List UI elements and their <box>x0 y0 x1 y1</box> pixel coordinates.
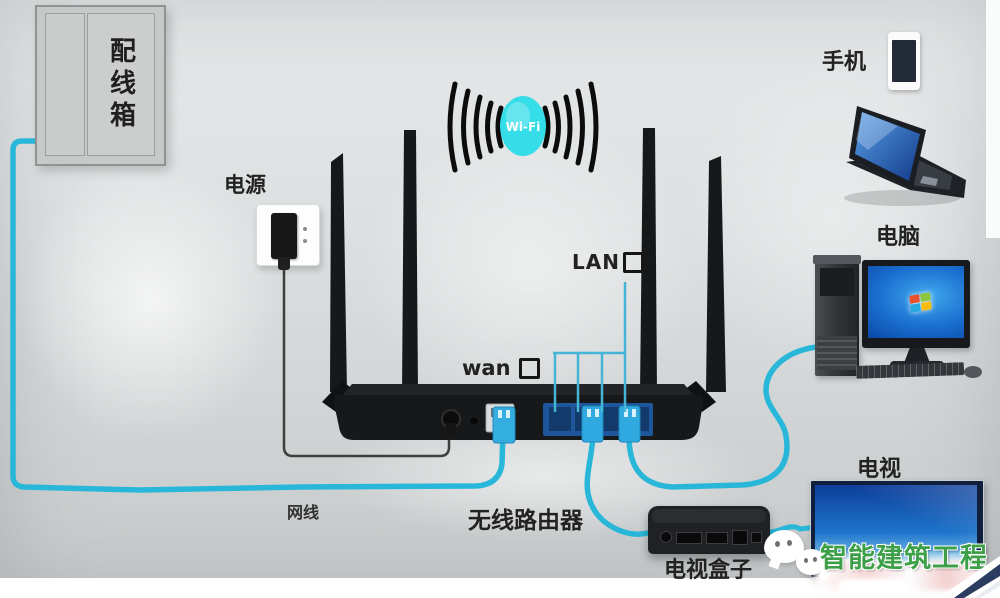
laptop-shadow <box>844 190 960 206</box>
wechat-small-eye <box>804 558 808 563</box>
wifi-badge-highlight <box>506 102 530 130</box>
wechat-icon-eye <box>775 541 780 547</box>
tv-label: 电视 <box>857 457 902 482</box>
distribution-box-door-left <box>45 13 85 156</box>
outlet-socket-hole-2 <box>303 239 307 243</box>
wifi-badge <box>500 96 546 156</box>
router-antenna-2 <box>402 130 418 392</box>
white-edge-right <box>986 0 1000 238</box>
wireless-router-label: 无线路由器 <box>468 508 583 534</box>
pc-monitor <box>862 260 970 348</box>
monitor-stand <box>904 348 930 363</box>
computer-label: 电脑 <box>876 225 921 250</box>
router-antenna-1 <box>330 153 347 392</box>
lan-cable-to-computer <box>626 344 819 490</box>
smartphone <box>888 32 920 90</box>
tvbox-av-port <box>676 532 702 544</box>
windows-logo-yellow <box>921 301 932 311</box>
laptop <box>844 106 966 206</box>
wan-connector-pin <box>498 410 502 418</box>
watermark-text: 智能建筑工程 <box>820 543 988 574</box>
lan-connector1-pin <box>587 409 591 417</box>
lan-port-label-text: LAN <box>572 250 620 274</box>
wan-network-cable <box>10 138 506 493</box>
router-top-edge <box>342 384 694 396</box>
dc-plug <box>446 423 456 436</box>
distribution-box-door-right: 配线箱 <box>87 13 155 156</box>
power-cable <box>282 260 451 458</box>
laptop-screen <box>855 112 920 181</box>
lan-port-square-icon <box>622 251 644 273</box>
lan-connector2-pin2 <box>632 409 636 417</box>
lan-port-3 <box>601 407 623 431</box>
router-antenna-3 <box>640 128 657 392</box>
lan-port-label: LAN <box>572 250 644 274</box>
tvbox-power-port <box>660 531 672 543</box>
corner-navy-band <box>954 564 1000 598</box>
tv-set-top-box <box>648 506 770 554</box>
laptop-screen-glare <box>856 112 898 150</box>
lan-callout-lines <box>553 282 627 412</box>
white-edge-bottom <box>0 578 1000 598</box>
tv <box>810 480 984 578</box>
tvbox-top-face <box>652 509 766 523</box>
tvbox-ethernet-port <box>732 530 748 545</box>
lan-cable-to-tvbox <box>584 433 662 537</box>
smartphone-screen <box>892 40 916 82</box>
lan-connector1-pin2 <box>595 409 599 417</box>
wan-port-square-icon <box>518 357 540 379</box>
watermark-blur-blob <box>838 579 908 595</box>
outlet-socket-hole <box>303 227 307 231</box>
wifi-waves <box>447 81 599 173</box>
tvbox-label: 电视盒子 <box>664 558 753 583</box>
wall-outlet <box>256 204 320 270</box>
pc-tower-vents <box>817 336 857 370</box>
corner-light-band <box>974 580 1000 598</box>
wan-port-label-text: wan <box>462 356 511 380</box>
wan-cable-connector <box>492 406 516 444</box>
tvbox-hdmi-port <box>706 532 728 544</box>
windows-logo-icon <box>909 292 932 313</box>
wifi-label: Wi-Fi <box>506 120 541 134</box>
lan-cable-connector-2 <box>618 405 641 443</box>
pc-monitor-screen <box>868 266 964 338</box>
tv-screen <box>815 485 977 571</box>
windows-logo-blue <box>910 303 921 313</box>
power-label: 电源 <box>224 173 266 197</box>
lan-port-1 <box>549 407 571 431</box>
network-cable-label: 网线 <box>287 503 320 522</box>
wan-port-label: wan <box>462 356 540 380</box>
lan-connector2-pin <box>624 409 628 417</box>
power-adapter <box>271 213 297 259</box>
corner-white-wedge <box>938 556 1000 598</box>
pc-mouse <box>964 366 982 378</box>
pc-tower-front-panel <box>820 268 854 296</box>
phone-label: 手机 <box>822 50 867 75</box>
wifi-signal: Wi-Fi <box>447 81 599 173</box>
router-antenna-4 <box>706 156 726 392</box>
router-reset-hole <box>470 417 478 425</box>
pc-tower-top <box>813 255 861 264</box>
distribution-box: 配线箱 <box>35 5 166 166</box>
wechat-small-eye2 <box>813 557 817 562</box>
wireless-router <box>322 128 726 444</box>
tvbox-usb-port <box>751 532 762 543</box>
laptop-touchpad <box>920 176 938 186</box>
pc-tower <box>813 255 861 376</box>
distribution-box-label: 配线箱 <box>105 36 136 133</box>
wan-connector-pin2 <box>506 410 510 418</box>
corner-decoration <box>938 556 1000 598</box>
power-adapter-stem <box>278 257 290 270</box>
lan-cable-connector-1 <box>581 405 604 443</box>
wechat-icon-eye2 <box>787 540 792 546</box>
